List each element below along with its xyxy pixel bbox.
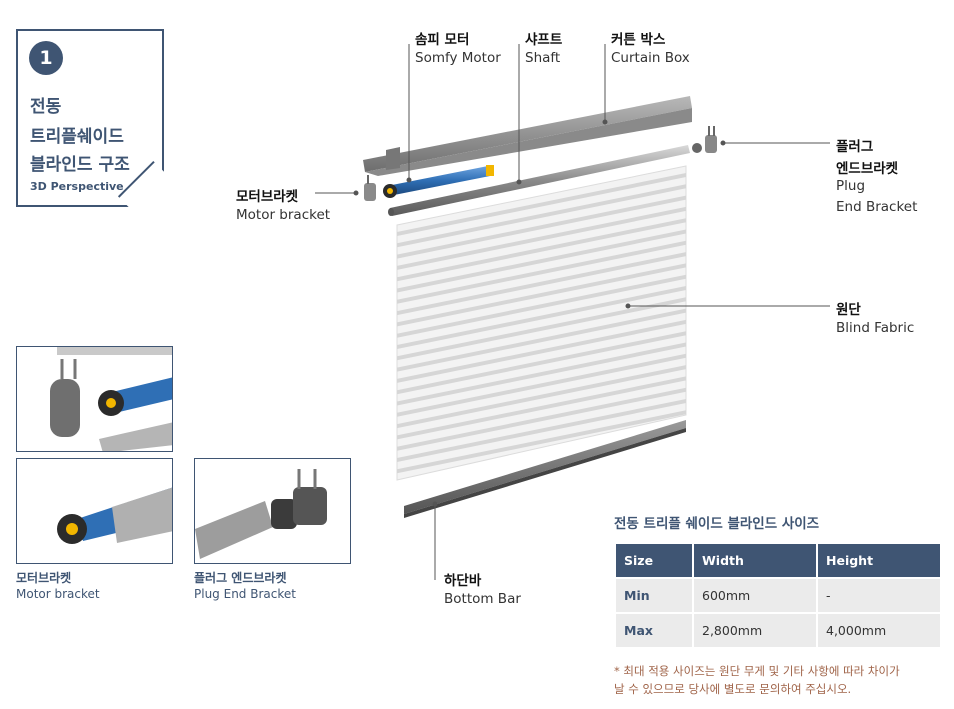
label-bottom-bar-ko: 하단바 — [444, 573, 482, 589]
fabric-stripe — [397, 331, 686, 395]
label-plug-ko-1: 플러그 — [836, 139, 874, 155]
max-height-value: 4,000mm — [818, 614, 940, 647]
plug-end-bracket-part — [692, 126, 717, 153]
header-width: Width — [694, 544, 816, 577]
caption-motor-bracket-ko: 모터브라켓 — [16, 571, 72, 585]
label-plug-en-2: End Bracket — [836, 199, 918, 215]
size-table-header-row: Size Width Height — [616, 544, 940, 577]
label-motor-bracket-ko: 모터브라켓 — [236, 189, 299, 205]
fabric-stripe — [397, 173, 686, 236]
min-width-value: 600mm — [694, 579, 816, 612]
motor-bracket-closeup-illustration — [57, 487, 172, 544]
label-somfy-motor-ko: 솜피 모터 — [415, 32, 470, 48]
fabric-stripe — [397, 342, 686, 406]
fabric-stripe — [397, 184, 686, 248]
fabric-stripe — [397, 252, 686, 316]
size-table: Size Width Height Min 600mm - Max 2,800m… — [614, 542, 942, 649]
card-title-line-3: 블라인드 구조 — [30, 155, 130, 175]
fabric-stripe — [397, 263, 686, 327]
size-note: * 최대 적용 사이즈는 원단 무게 및 기타 사항에 따라 차이가 날 수 있… — [614, 662, 954, 698]
curtain-box — [363, 96, 692, 176]
size-table-title: 전동 트리플 쉐이드 블라인드 사이즈 — [614, 516, 820, 532]
caption-motor-bracket-en: Motor bracket — [16, 587, 100, 601]
label-fabric-ko: 원단 — [836, 302, 861, 318]
fabric-stripe — [397, 195, 686, 259]
header-size: Size — [616, 544, 692, 577]
fabric-stripe — [397, 229, 686, 293]
motor-bracket-part — [364, 175, 376, 201]
fabric-stripe — [397, 240, 686, 304]
label-plug-en-1: Plug — [836, 178, 866, 194]
min-height-value: - — [818, 579, 940, 612]
shaft-part — [388, 145, 690, 216]
label-curtain-box-en: Curtain Box — [611, 50, 690, 66]
caption-plug-end-bracket-en: Plug End Bracket — [194, 587, 296, 601]
fabric-stripe — [397, 274, 686, 338]
fabric-stripe — [397, 297, 686, 361]
fabric-stripe — [397, 365, 686, 429]
fabric-stripe — [397, 399, 686, 462]
label-bottom-bar-en: Bottom Bar — [444, 591, 521, 607]
fabric-stripe — [397, 319, 686, 383]
card-title-line-1: 전동 — [30, 97, 62, 117]
caption-plug-end-bracket-ko: 플러그 엔드브라켓 — [194, 571, 287, 585]
somfy-motor-part — [383, 165, 494, 198]
row-label-min: Min — [616, 579, 692, 612]
motor-assembly-illustration — [50, 347, 172, 451]
bottom-bar-part — [404, 420, 686, 518]
fabric-stripe — [397, 286, 686, 349]
fabric-stripe — [397, 376, 686, 440]
blind-fabric-part — [396, 165, 687, 481]
fabric-stripe — [397, 308, 686, 372]
fabric-stripe — [397, 206, 686, 270]
label-plug-ko-2: 엔드브라켓 — [836, 161, 899, 177]
size-note-line-1: * 최대 적용 사이즈는 원단 무게 및 기타 사항에 따라 차이가 — [614, 664, 900, 678]
table-row: Max 2,800mm 4,000mm — [616, 614, 940, 647]
label-motor-bracket-en: Motor bracket — [236, 207, 331, 223]
fabric-stripe — [397, 218, 686, 282]
card-subtitle: 3D Perspective — [30, 180, 124, 193]
fabric-stripe — [397, 353, 686, 417]
table-row: Min 600mm - — [616, 579, 940, 612]
header-height: Height — [818, 544, 940, 577]
inset-motor-assembly — [16, 346, 173, 452]
inset-plug-end-bracket — [194, 458, 351, 564]
label-shaft-en: Shaft — [525, 50, 561, 66]
section-number-badge: 1 — [29, 41, 63, 75]
label-curtain-box-ko: 커튼 박스 — [611, 32, 666, 48]
card-title-line-2: 트리플쉐이드 — [30, 127, 124, 147]
fabric-stripe — [397, 410, 686, 474]
label-shaft-ko: 샤프트 — [525, 32, 563, 48]
row-label-max: Max — [616, 614, 692, 647]
fabric-stripe — [397, 387, 686, 451]
label-fabric-en: Blind Fabric — [836, 320, 915, 336]
size-note-line-2: 날 수 있으므로 당사에 별도로 문의하여 주십시오. — [614, 682, 852, 696]
max-width-value: 2,800mm — [694, 614, 816, 647]
plug-end-bracket-closeup-illustration — [195, 469, 327, 559]
inset-motor-bracket — [16, 458, 173, 564]
label-somfy-motor-en: Somfy Motor — [415, 50, 501, 66]
